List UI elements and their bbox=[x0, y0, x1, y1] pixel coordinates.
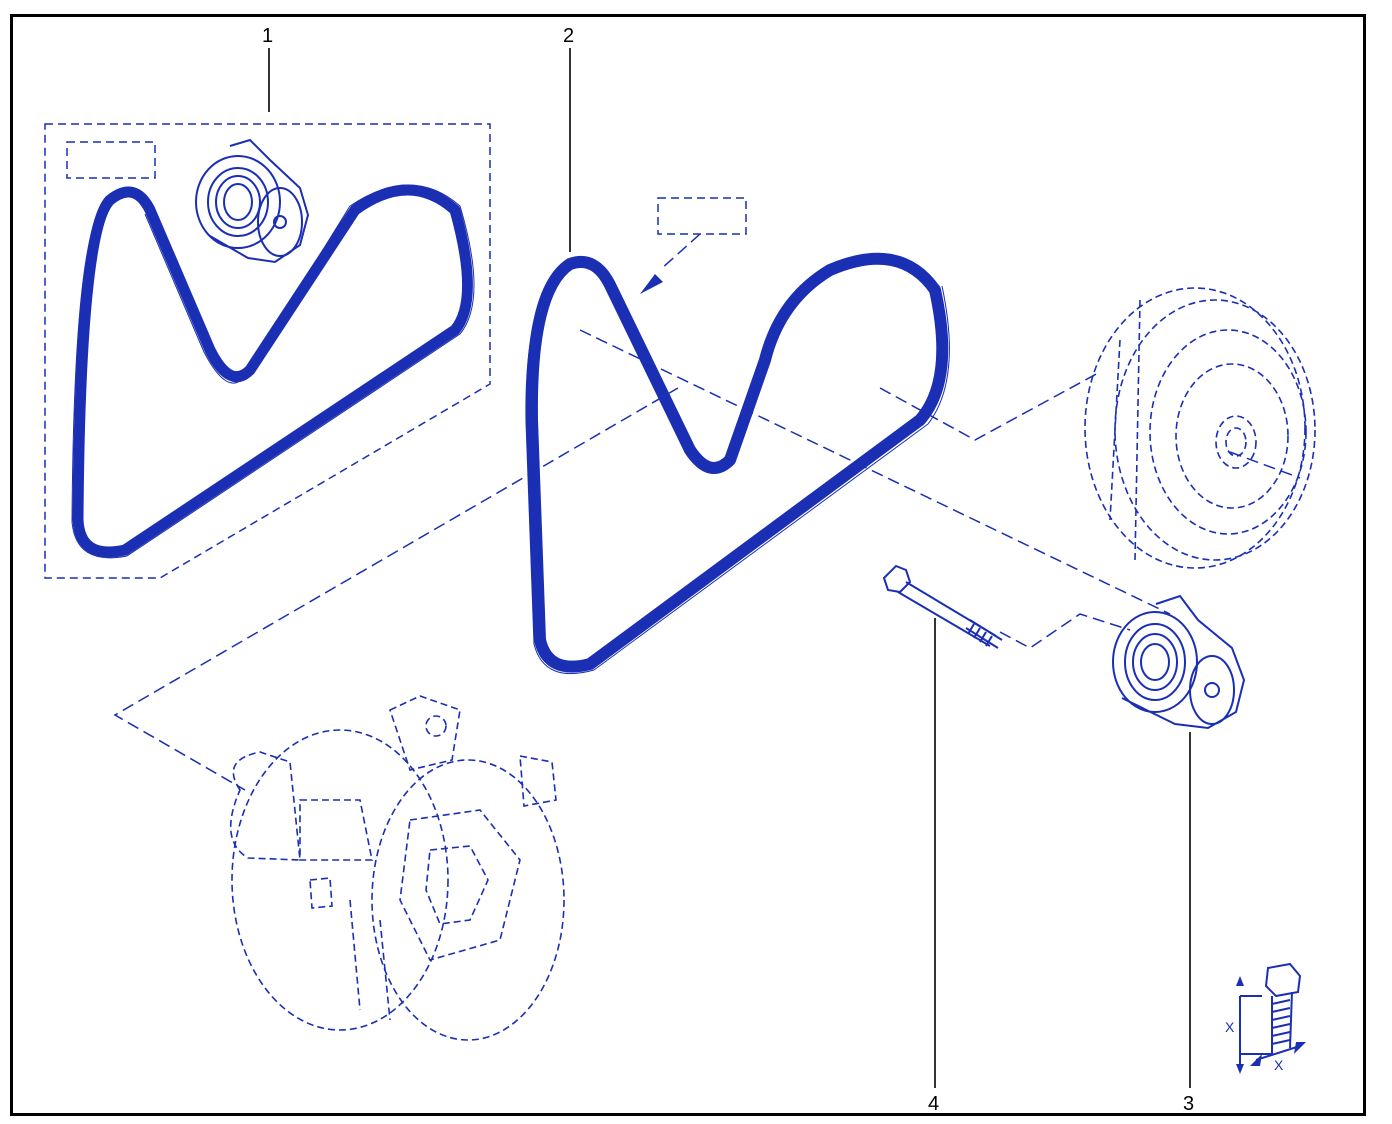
callout-2-label: 2 bbox=[563, 25, 574, 47]
callout-2: 2 bbox=[563, 25, 574, 252]
alternator-icon bbox=[229, 695, 565, 1041]
bolt-icon bbox=[882, 564, 1003, 649]
callout-1-label: 1 bbox=[262, 25, 273, 47]
torque-dim-left: X bbox=[1225, 1019, 1235, 1035]
callout-4: 4 bbox=[928, 618, 939, 1115]
callout-4-label: 4 bbox=[928, 1093, 939, 1115]
diagram-frame bbox=[10, 14, 1366, 1116]
callout-3: 3 bbox=[1183, 732, 1194, 1115]
main-belt-icon bbox=[525, 197, 950, 675]
kit-1-tensioner-icon bbox=[195, 138, 310, 264]
torque-bolt-symbol-icon: X X bbox=[1225, 962, 1306, 1074]
kit-1-belt-icon bbox=[71, 184, 475, 559]
tensioner-icon bbox=[1112, 594, 1246, 730]
torque-dim-right: X bbox=[1274, 1057, 1284, 1073]
routing-lines bbox=[113, 329, 1301, 791]
callout-1: 1 bbox=[262, 25, 273, 112]
crankshaft-pulley-icon bbox=[1084, 287, 1316, 569]
kit-1-enclosure bbox=[44, 123, 491, 579]
callout-3-label: 3 bbox=[1183, 1093, 1194, 1115]
